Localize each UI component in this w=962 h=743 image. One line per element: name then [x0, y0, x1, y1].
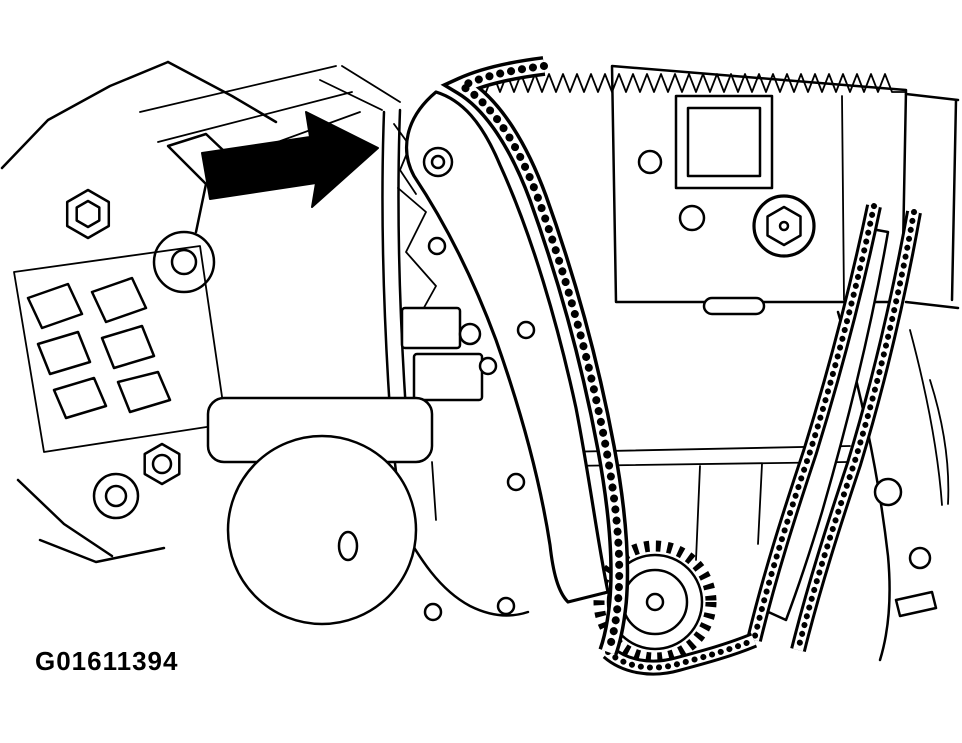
chain-rollers: [453, 62, 624, 656]
housing-cutout: [674, 94, 774, 190]
casting-line: [157, 91, 353, 143]
block-edge: [950, 98, 958, 302]
sprocket-teeth-top: [485, 73, 907, 93]
casting-web: [52, 376, 108, 420]
round-boss-hole: [170, 248, 198, 276]
bracket-line: [194, 182, 208, 234]
cover-rib: [393, 123, 417, 195]
slot: [702, 296, 766, 316]
casting-web: [36, 330, 92, 376]
casting-web: [100, 324, 156, 370]
pump-line: [431, 461, 437, 521]
chain-rollers: [795, 209, 917, 653]
hex-bolt-inner: [75, 199, 101, 229]
housing-cutout-inner: [686, 106, 762, 178]
camshaft-housing-top-right: [485, 64, 908, 561]
boss-pad: [894, 590, 938, 618]
bolt-hole: [496, 596, 516, 616]
bolt-hole: [423, 602, 443, 622]
timing-chain-main-run: [440, 56, 630, 656]
sprocket-hub: [645, 592, 665, 612]
timing-chain-guide: [405, 90, 610, 604]
bolt-hole: [506, 472, 526, 492]
block-rib: [757, 463, 763, 545]
casting-web: [90, 276, 148, 324]
casting-web: [116, 370, 172, 414]
bracket-block: [400, 306, 462, 350]
cover-line: [341, 65, 401, 103]
bracket-block: [412, 352, 484, 402]
housing-divider: [841, 95, 845, 301]
bolt-hole: [427, 236, 447, 256]
guide-blade: [405, 90, 610, 604]
chain-rollers: [751, 203, 877, 643]
timing-chain-right-run: [746, 203, 922, 653]
casting-line: [139, 65, 337, 113]
hex-plug-center: [778, 220, 790, 232]
chain-rollers: [605, 637, 757, 671]
block-edge: [166, 60, 278, 124]
guide-pivot-bolt-center: [430, 154, 446, 170]
block-rib: [695, 465, 701, 561]
bank-line: [929, 379, 950, 505]
bolt-hole: [458, 322, 482, 346]
figure-caption: G01611394: [35, 646, 178, 676]
round-boss-hole: [104, 484, 128, 508]
pointer-arrow: [201, 111, 379, 208]
engine-front-cover: [319, 65, 530, 622]
cover-line: [319, 79, 383, 111]
bolt-hole: [908, 546, 932, 570]
sprocket-teeth: [593, 540, 717, 664]
bolt-hole: [873, 477, 903, 507]
block-edge: [0, 60, 170, 170]
cover-rib: [397, 187, 437, 323]
block-edge: [904, 92, 960, 102]
bank-line: [909, 329, 943, 506]
bolt-hole: [678, 204, 706, 232]
bolt-hole: [478, 356, 498, 376]
block-edge: [38, 538, 166, 564]
block-edge: [16, 478, 114, 558]
bolt-hole: [637, 149, 663, 175]
oil-pump-housing: [206, 396, 437, 626]
pump-round-body: [226, 434, 418, 626]
pump-slot-hole: [337, 530, 359, 562]
guide-hole: [516, 320, 536, 340]
block-edge: [904, 300, 960, 310]
cover-edge: [397, 108, 410, 442]
casting-web: [26, 282, 84, 330]
hex-bolt-hole: [151, 453, 173, 475]
